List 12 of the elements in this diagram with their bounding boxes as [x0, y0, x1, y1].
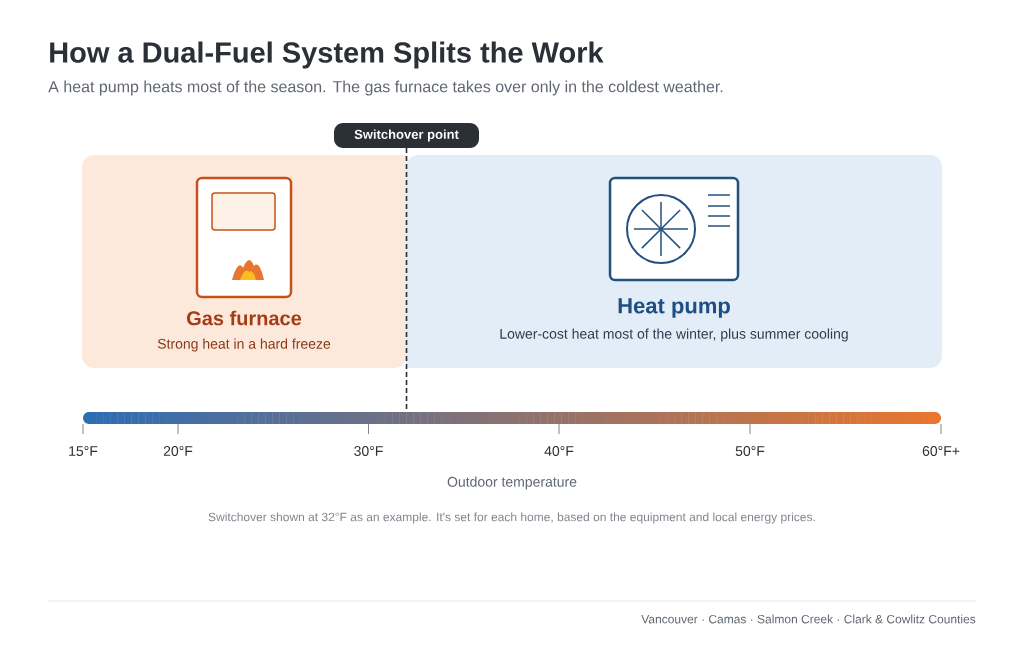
tick-label: 30°F: [354, 423, 383, 456]
title: How a Dual-Fuel System Splits the Work: [50, 41, 604, 69]
tick-label: 60°F+: [922, 423, 960, 456]
footer-text: Vancouver · Camas · Salmon Creek · Clark & Cowlitz Counties: [641, 614, 976, 624]
subtitle: A heat pump heats most of the season. The gas furnace takes over only in the coldest weather.: [48, 80, 723, 96]
switchover-tag: Switchover point: [334, 123, 479, 148]
axis-label: Outdoor temperature: [447, 476, 577, 490]
tick-label: 50°F: [735, 423, 765, 456]
tick-label: 20°F: [163, 423, 193, 456]
tick-label: 15°F: [69, 423, 98, 456]
tick-label: 40°F: [544, 423, 574, 456]
note: Switchover shown at 32°F as an example. It's set for each home, based on the equipment and local energy prices.: [208, 512, 815, 524]
